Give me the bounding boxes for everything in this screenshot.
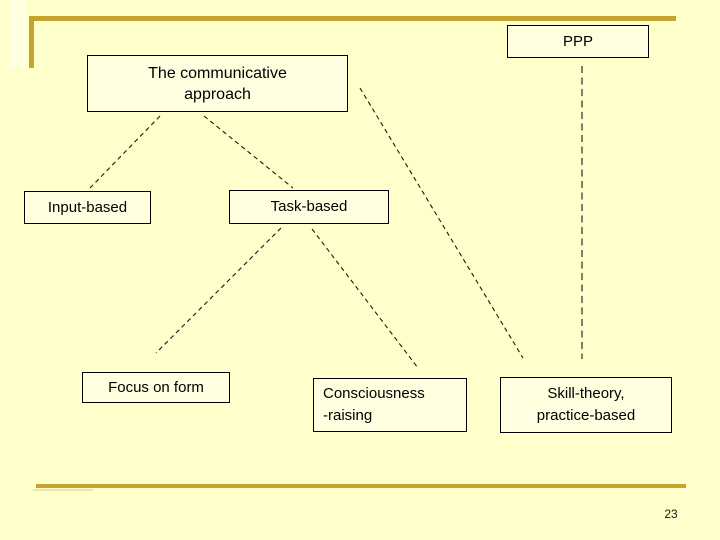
- top-accent-bar: [30, 16, 676, 21]
- top-left-light-strip: [10, 0, 26, 67]
- bottom-accent-underline: [33, 489, 93, 491]
- node-communicative-approach: The communicative approach: [87, 55, 348, 112]
- node-skill-theory: Skill-theory, practice-based: [500, 377, 672, 433]
- left-accent-bar: [29, 16, 34, 68]
- connector-task-based-to-focus-on-form: [155, 227, 282, 354]
- page-number: 23: [664, 507, 678, 521]
- bottom-accent-bar: [36, 484, 686, 488]
- connector-communicative-approach-to-task-based: [203, 115, 294, 189]
- node-consciousness-raising: Consciousness -raising: [313, 378, 467, 432]
- node-ppp: PPP: [507, 25, 649, 58]
- node-task-based: Task-based: [229, 190, 389, 224]
- node-input-based: Input-based: [24, 191, 151, 224]
- node-focus-on-form: Focus on form: [82, 372, 230, 403]
- connector-task-based-to-consciousness-raising: [311, 228, 419, 369]
- connector-communicative-approach-to-input-based: [89, 115, 161, 189]
